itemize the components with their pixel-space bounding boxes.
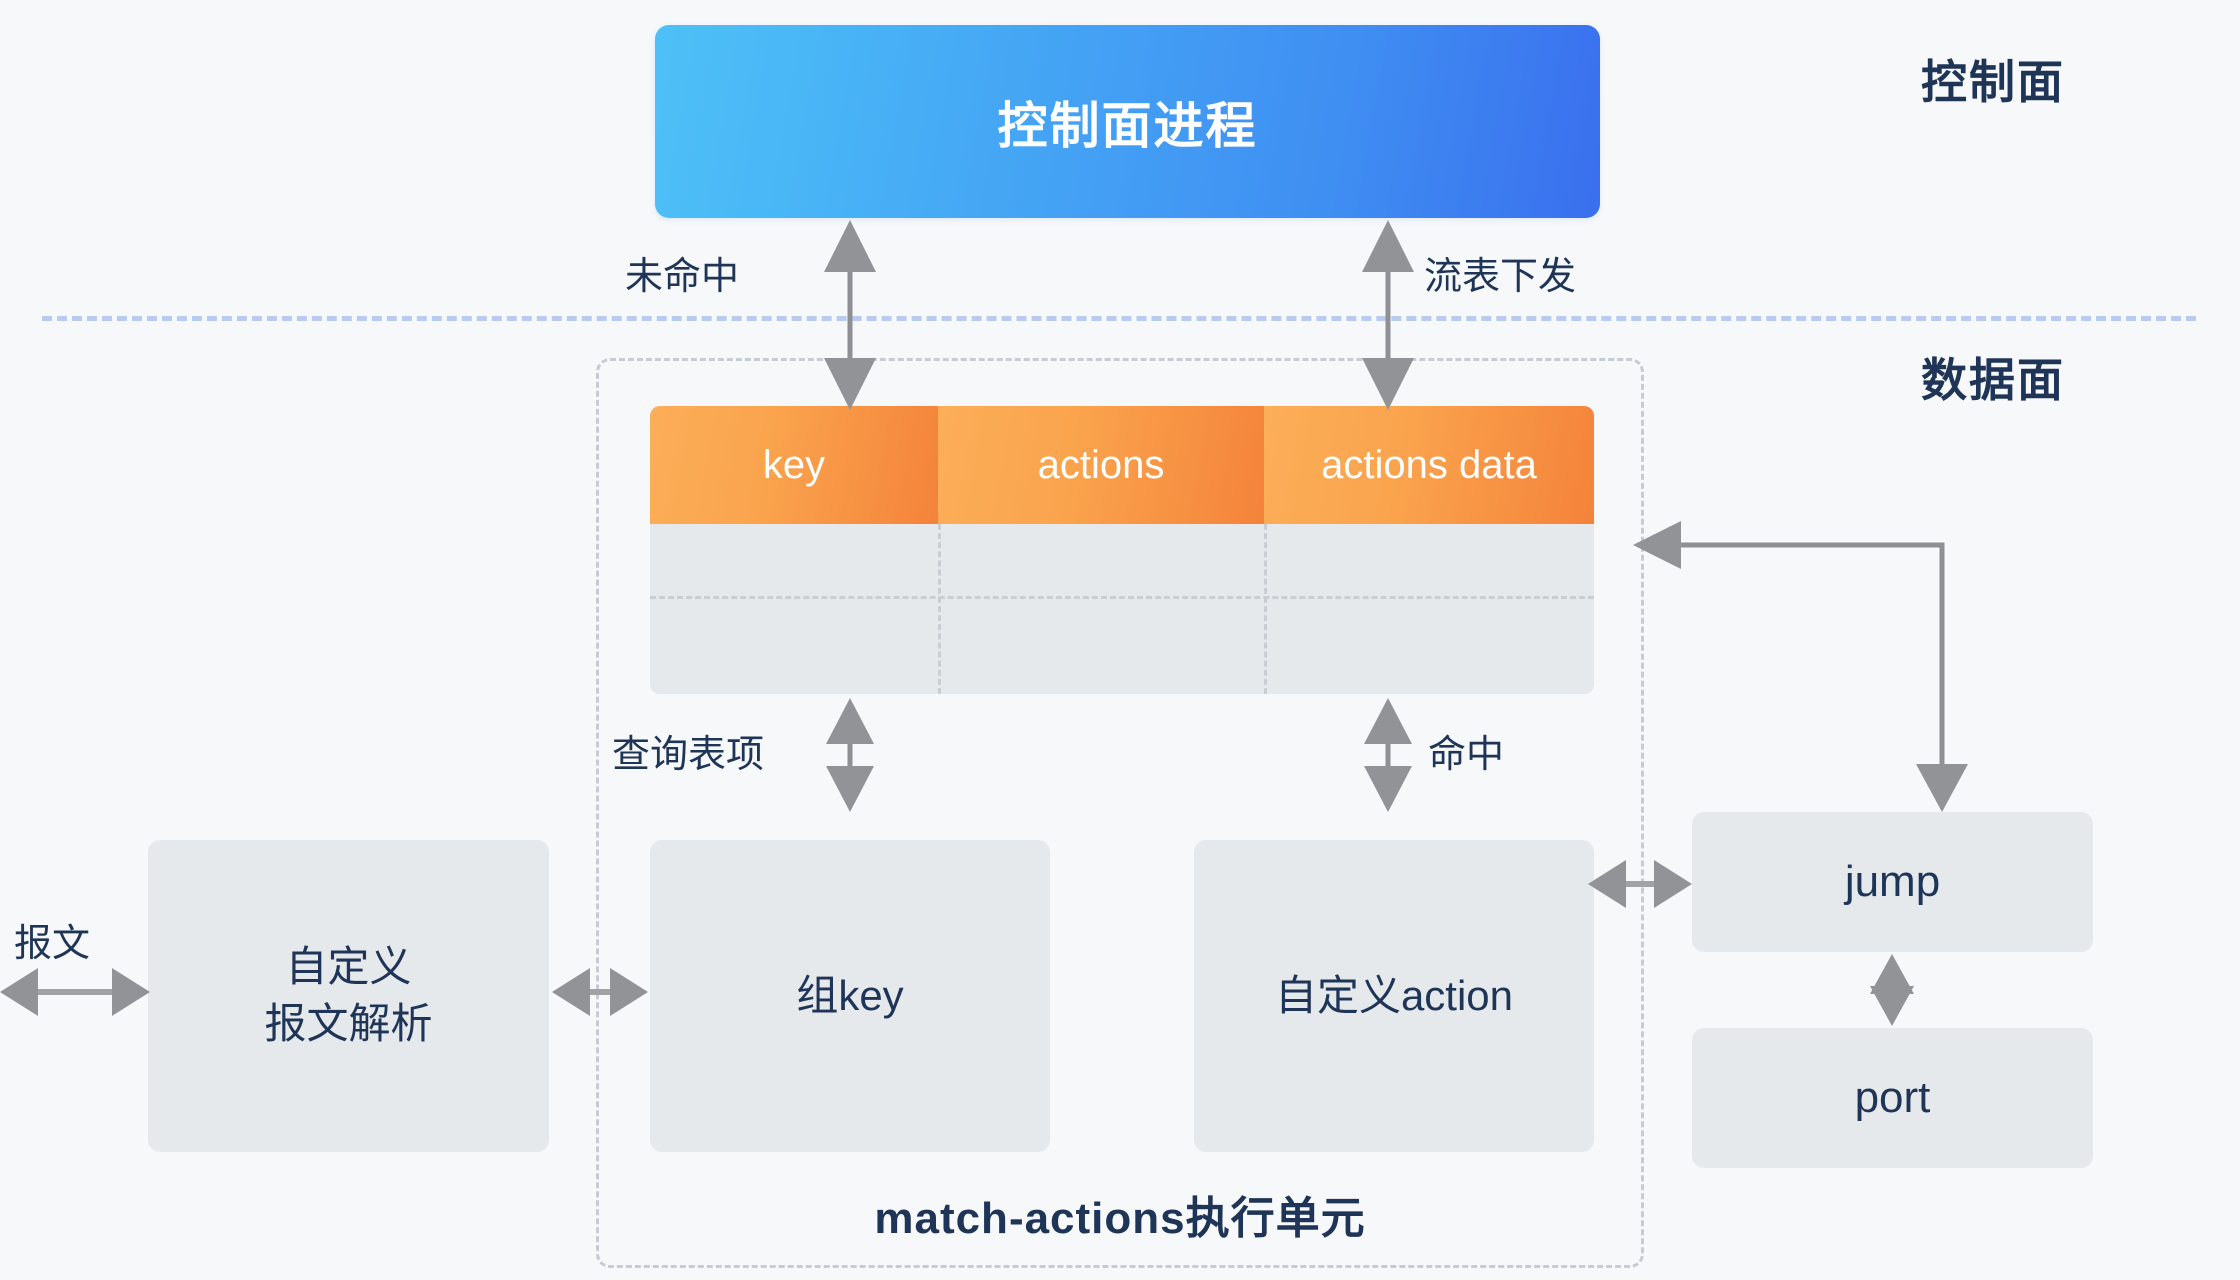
- arrow-jump-to-port: [1870, 954, 1914, 1026]
- flow-table-row-divider: [650, 596, 1594, 599]
- edge-label-hit: 命中: [1428, 734, 1505, 776]
- flow-table-header-actions-data: actions data: [1264, 406, 1594, 524]
- arrow-packet: [0, 968, 150, 1016]
- edge-label-flow-install: 流表下发: [1424, 256, 1577, 298]
- data-plane-label: 数据面: [1921, 354, 2065, 406]
- custom-action-box[interactable]: 自定义action: [1194, 840, 1594, 1152]
- control-plane-process-label: 控制面进程: [997, 97, 1258, 154]
- plane-divider: [42, 316, 2196, 321]
- custom-action-label: 自定义action: [1274, 971, 1514, 1019]
- flow-table-header-actions: actions: [938, 406, 1264, 524]
- control-plane-process-box[interactable]: 控制面进程: [655, 25, 1600, 218]
- flow-table-column-divider-2: [1264, 524, 1267, 694]
- match-actions-unit-container: [596, 358, 1644, 1268]
- edge-label-query-entry: 查询表项: [612, 734, 765, 776]
- edge-label-packet: 报文: [14, 923, 91, 965]
- match-actions-unit-caption: match-actions执行单元: [874, 1194, 1366, 1243]
- custom-packet-parse-box[interactable]: 自定义 报文解析: [148, 840, 549, 1152]
- flow-table-body: [650, 524, 1594, 694]
- control-plane-label: 控制面: [1921, 56, 2065, 108]
- flow-table-header-key: key: [650, 406, 938, 524]
- port-label: port: [1854, 1073, 1931, 1123]
- flow-table[interactable]: key actions actions data: [650, 406, 1594, 694]
- edge-label-miss: 未命中: [625, 256, 740, 298]
- group-key-label: 组key: [796, 971, 904, 1019]
- group-key-box[interactable]: 组key: [650, 840, 1050, 1152]
- jump-box[interactable]: jump: [1692, 812, 2093, 952]
- jump-label: jump: [1844, 857, 1941, 907]
- flow-table-column-divider-1: [938, 524, 941, 694]
- custom-packet-parse-line2: 报文解析: [264, 1000, 433, 1047]
- port-box[interactable]: port: [1692, 1028, 2093, 1168]
- custom-packet-parse-label: 自定义 报文解析: [264, 939, 432, 1052]
- arrow-table-to-jump-elbow: [1633, 521, 1968, 812]
- custom-packet-parse-line1: 自定义: [285, 943, 412, 991]
- flow-table-header-row: key actions actions data: [650, 406, 1594, 524]
